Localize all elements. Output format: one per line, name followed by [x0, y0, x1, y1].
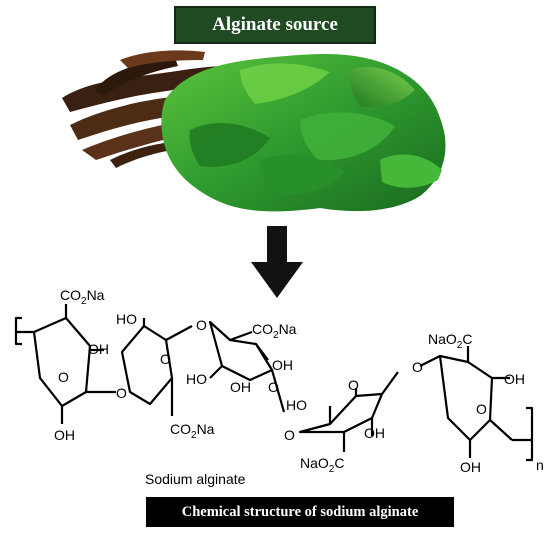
- repeat-subscript-n: n: [536, 457, 544, 473]
- label-o-ring1: O: [58, 369, 69, 385]
- label-o-ring2: O: [160, 351, 171, 367]
- label-nao2c-1: NaO2C: [300, 455, 344, 475]
- down-arrow: [251, 226, 303, 298]
- label-o-link1: O: [116, 385, 127, 401]
- sodium-alginate-structure: [14, 304, 534, 462]
- structure-labels: CO2Na HO OH O OH O O CO2Na O CO2Na OH HO…: [54, 287, 544, 487]
- label-o-ring4: O: [348, 377, 359, 393]
- label-o-link2: O: [196, 317, 207, 333]
- label-ho-3: HO: [286, 397, 307, 413]
- label-ho-2: HO: [186, 371, 207, 387]
- label-nao2c-2: NaO2C: [428, 331, 472, 351]
- alginate-source-title: Alginate source: [174, 6, 376, 44]
- label-oh-5: OH: [364, 425, 385, 441]
- label-o-ring5: O: [476, 401, 487, 417]
- label-oh-3: OH: [272, 357, 293, 373]
- label-oh-4: OH: [230, 379, 251, 395]
- label-co2na-2: CO2Na: [170, 421, 215, 441]
- label-oh-2: OH: [54, 427, 75, 443]
- label-oh-1: OH: [88, 341, 109, 357]
- label-co2na-3: CO2Na: [252, 321, 297, 341]
- structure-caption: Chemical structure of sodium alginate: [146, 497, 454, 527]
- label-o-link4: O: [412, 359, 423, 375]
- label-oh-7: OH: [460, 459, 481, 475]
- label-o-ring3: O: [268, 379, 279, 395]
- label-o-link3: O: [284, 427, 295, 443]
- green-seaweed-image: [161, 54, 446, 212]
- sodium-alginate-label: Sodium alginate: [145, 471, 246, 487]
- label-oh-6: OH: [504, 371, 525, 387]
- label-ho-1: HO: [116, 311, 137, 327]
- label-co2na-1: CO2Na: [60, 287, 105, 307]
